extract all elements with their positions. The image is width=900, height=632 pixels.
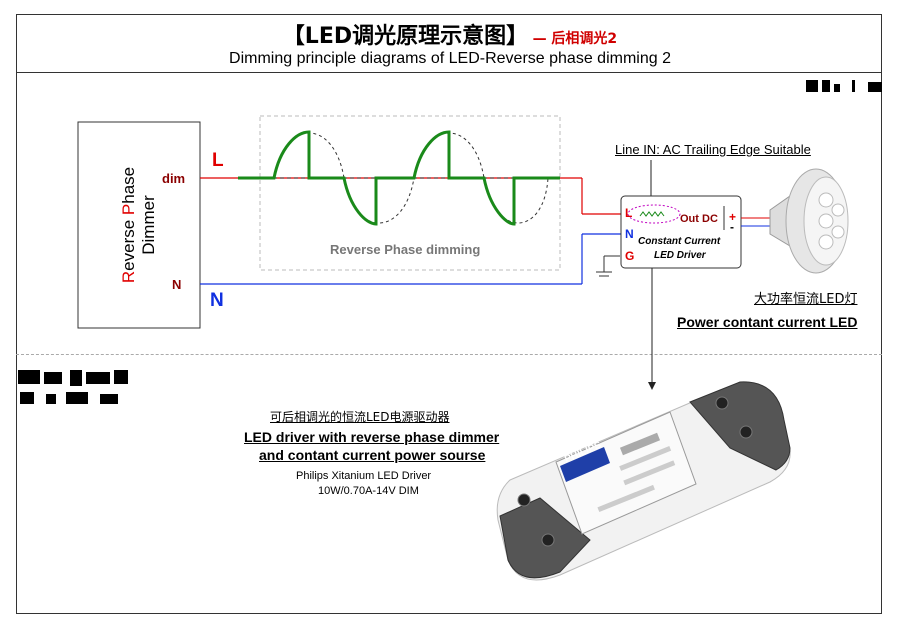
corner-marks-left	[18, 370, 128, 404]
lamp-caption-cn: 大功率恒流LED灯	[754, 292, 858, 307]
driver-pin-g: G	[625, 249, 635, 263]
product-model-1: Philips Xitanium LED Driver	[296, 470, 432, 482]
product-arrowhead	[648, 382, 656, 390]
dimmed-waveform	[238, 130, 560, 226]
ground-symbol	[596, 255, 620, 277]
driver-plus: +	[729, 210, 737, 224]
corner-marks-top-right	[806, 80, 882, 92]
live-label: L	[212, 150, 224, 171]
product-caption-en-2: and contant current power sourse	[259, 447, 486, 463]
terminal-dim: dim	[162, 171, 186, 186]
page-title: 【LED调光原理示意图】 — 后相调光2	[0, 18, 900, 50]
diagram-frame	[16, 14, 882, 614]
input-wave-icon	[639, 211, 665, 217]
title-suffix: — 后相调光2	[532, 31, 618, 47]
dimmer-name-line2: Dimmer	[139, 195, 158, 255]
live-wire	[200, 177, 630, 215]
input-ellipse	[627, 204, 681, 224]
waveform-caption: Reverse Phase dimming	[330, 242, 481, 257]
driver-minus: -	[730, 220, 734, 234]
terminal-n: N	[172, 277, 182, 292]
driver-out-dc: Out DC	[680, 213, 718, 225]
driver-pin-n: N	[625, 227, 634, 241]
product-image	[496, 381, 791, 581]
neutral-label: N	[210, 290, 224, 311]
driver-name-line2: LED Driver	[654, 250, 706, 261]
product-model-2: 10W/0.70A-14V DIM	[318, 485, 419, 497]
lamp-caption-en: Power contant current LED	[677, 314, 858, 330]
dimmer-label: Reverse Phase Dimmer	[78, 122, 200, 328]
header-divider	[16, 72, 882, 73]
product-caption-cn: 可后相调光的恒流LED电源驱动器	[270, 410, 450, 424]
dimmer-name-line1: Reverse Phase	[119, 166, 138, 284]
dimmer-box	[77, 121, 201, 329]
page-subtitle: Dimming principle diagrams of LED-Revers…	[229, 50, 671, 67]
line-in-label: Line IN: AC Trailing Edge Suitable	[615, 142, 811, 157]
led-lamp	[769, 168, 849, 274]
title-main: 【LED调光原理示意图】	[282, 24, 529, 49]
section-divider	[16, 354, 882, 355]
product-caption-en-1: LED driver with reverse phase dimmer	[244, 429, 500, 445]
driver-pin-l: L	[625, 206, 633, 220]
waveform-frame	[259, 115, 561, 271]
driver-name-line1: Constant Current	[638, 236, 721, 247]
